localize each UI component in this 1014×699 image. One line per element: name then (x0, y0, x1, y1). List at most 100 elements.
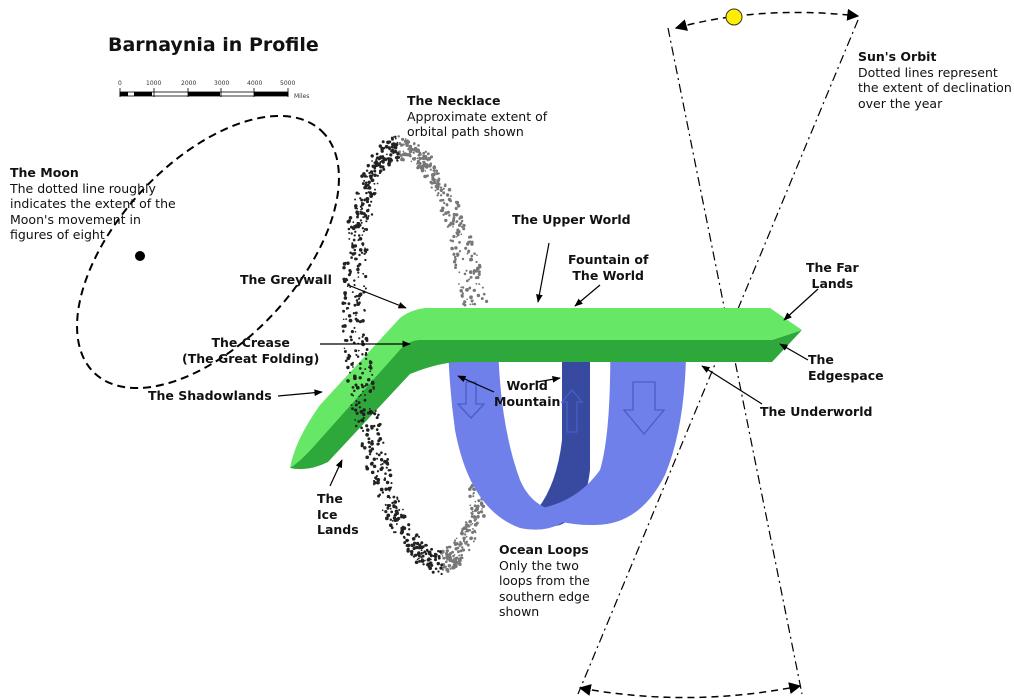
necklace-dot (426, 549, 429, 552)
necklace-dot (450, 195, 452, 197)
necklace-dot (349, 319, 353, 323)
necklace-dot (396, 159, 398, 161)
necklace-dot (439, 566, 442, 569)
necklace-dot (362, 273, 364, 275)
necklace-dot (455, 207, 458, 210)
necklace-dot (371, 447, 374, 450)
necklace-dot (426, 174, 429, 177)
necklace-dot (462, 258, 464, 260)
necklace-dot (365, 465, 368, 468)
necklace-dot (413, 158, 416, 161)
pointer-shadowlands (278, 392, 322, 396)
necklace-dot (348, 269, 351, 272)
necklace-dot (409, 146, 412, 149)
necklace-dot (434, 165, 436, 167)
necklace-dot (358, 396, 360, 398)
necklace-dot (439, 199, 441, 201)
necklace-dot (371, 178, 375, 182)
necklace-dot (454, 266, 457, 269)
sun-icon (726, 9, 742, 25)
necklace-dot (349, 272, 352, 275)
necklace-dot (371, 213, 373, 215)
necklace-dot (350, 338, 353, 341)
necklace-dot (373, 482, 375, 484)
necklace-dot (438, 180, 440, 182)
necklace-dot (398, 509, 400, 511)
necklace-dot (439, 550, 442, 553)
necklace-dot (367, 411, 370, 414)
necklace-dot (412, 537, 416, 541)
necklace-dot (445, 552, 448, 555)
necklace-dot (464, 247, 467, 250)
necklace-dot (375, 161, 378, 164)
necklace-dot (376, 428, 379, 431)
necklace-dot (367, 181, 370, 184)
necklace-dot (475, 501, 477, 503)
necklace-dot (431, 176, 434, 179)
necklace-dot (358, 350, 360, 352)
necklace-dot (455, 201, 458, 204)
necklace-dot (453, 561, 456, 564)
necklace-dot (466, 536, 468, 538)
necklace-dot (368, 191, 370, 193)
necklace-dot (460, 542, 463, 545)
necklace-dot (362, 430, 364, 432)
necklace-dot (464, 273, 467, 276)
necklace-dot (373, 457, 376, 460)
necklace-dot (474, 504, 477, 507)
necklace-dot (386, 467, 388, 469)
necklace-dot (364, 275, 367, 278)
necklace-dot (366, 339, 369, 342)
necklace-dot (448, 224, 451, 227)
necklace-dot (464, 533, 466, 535)
necklace-dot (364, 368, 366, 370)
necklace-dot (459, 289, 463, 293)
necklace-dot (348, 238, 350, 240)
necklace-dot (425, 163, 429, 167)
necklace-dot (403, 151, 405, 153)
necklace-dot (364, 309, 366, 311)
necklace-dot (376, 453, 378, 455)
necklace-dot (405, 153, 408, 156)
necklace-dot (466, 243, 468, 245)
necklace-dot (354, 231, 356, 233)
necklace-dot (402, 144, 404, 146)
necklace-dot (363, 230, 365, 232)
necklace-dot (378, 437, 382, 441)
necklace-dot (410, 550, 414, 554)
necklace-dot (358, 254, 360, 256)
necklace-dot (460, 554, 463, 557)
necklace-dot (390, 511, 393, 514)
necklace-dot (371, 374, 373, 376)
necklace-dot (382, 140, 385, 143)
necklace-dot (379, 157, 382, 160)
necklace-dot (361, 252, 363, 254)
necklace-dot (415, 533, 418, 536)
necklace-dot (354, 349, 357, 352)
necklace-dot (425, 552, 427, 554)
necklace-dot (443, 202, 445, 204)
necklace-dot (481, 508, 483, 510)
necklace-dot (363, 446, 366, 449)
necklace-dot (370, 201, 372, 203)
necklace-dot (417, 148, 420, 151)
necklace-dot (356, 208, 358, 210)
necklace-dot (359, 224, 362, 227)
necklace-dot (374, 476, 377, 479)
necklace-dot (407, 523, 410, 526)
necklace-dot (361, 372, 364, 375)
necklace-dot (449, 559, 452, 562)
necklace-dot (398, 500, 400, 502)
necklace-dot (407, 548, 410, 551)
necklace-dot (472, 488, 475, 491)
necklace-dot (452, 566, 456, 570)
necklace-dot (356, 216, 359, 219)
necklace-dot (434, 558, 437, 561)
necklace-dot (346, 366, 349, 369)
necklace-dot (388, 140, 391, 143)
necklace-dot (457, 550, 460, 553)
necklace-dot (432, 173, 434, 175)
necklace-dot (454, 557, 457, 560)
necklace-dot (372, 192, 376, 196)
necklace-dot (364, 394, 366, 396)
